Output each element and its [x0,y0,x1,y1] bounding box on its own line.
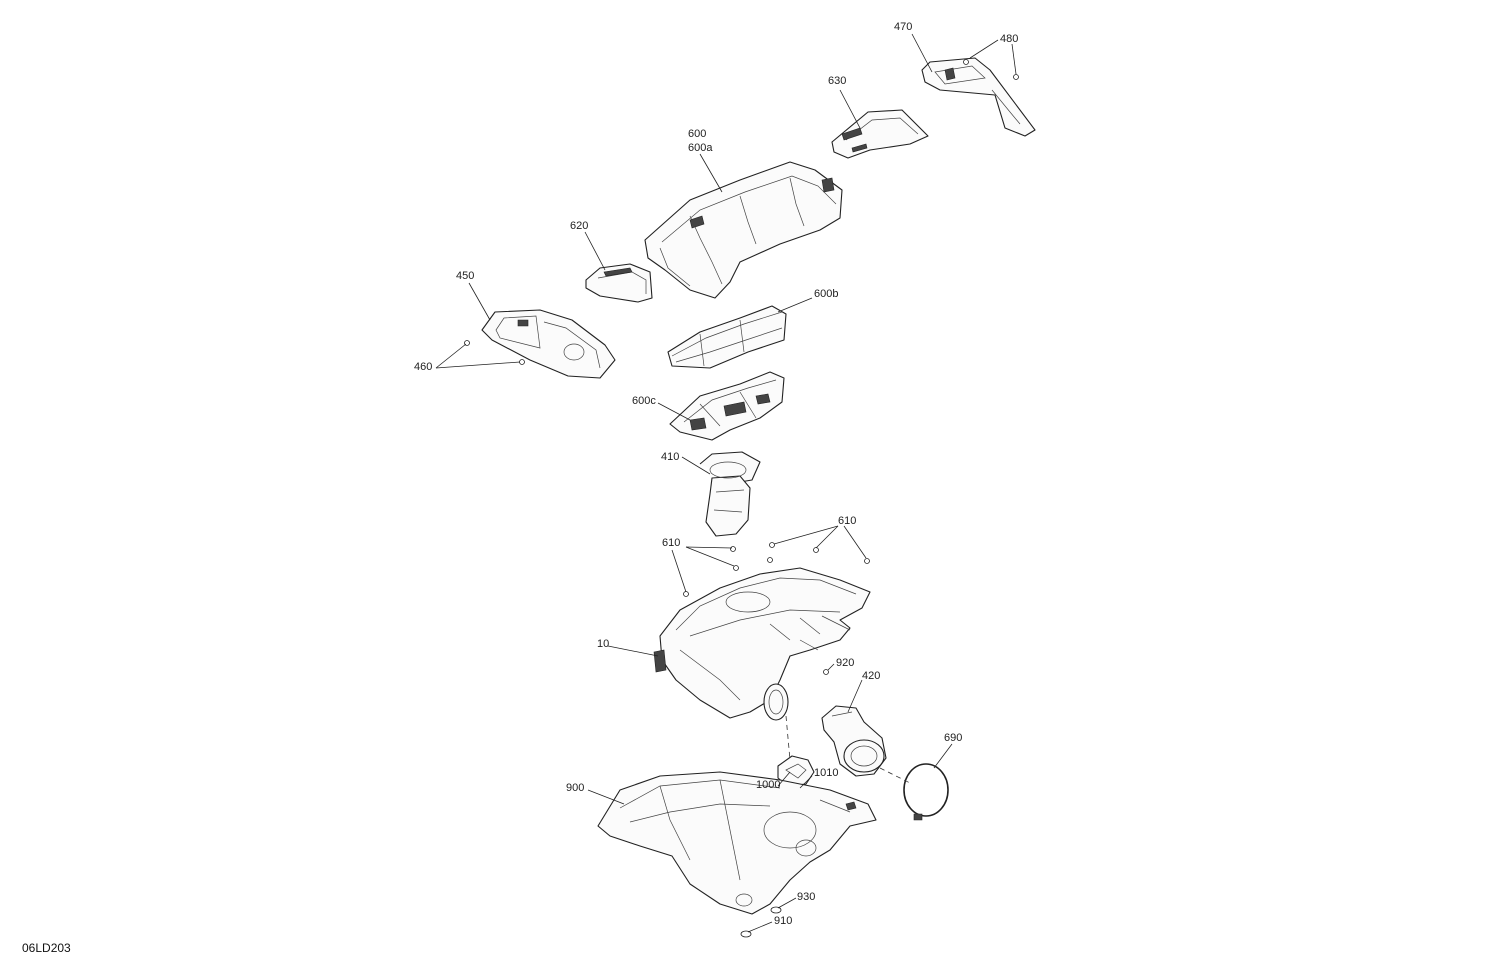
part-600c-filter-frame [669,371,785,441]
callout-910: 910 [774,915,792,927]
callout-900: 900 [566,782,584,794]
callout-480: 480 [1000,33,1018,45]
callout-10: 10 [597,638,609,650]
part-10-airbox-base [653,567,871,721]
part-420-intake-boot [821,705,887,777]
part-920-screw [823,669,829,675]
callout-620: 620 [570,220,588,232]
callout-610-right: 610 [838,515,856,527]
callout-460: 460 [414,361,432,373]
part-600-airbox-cover [644,161,843,299]
assembly-lines [785,715,913,785]
callout-1010: 1010 [814,767,838,779]
part-470-vent-panel [921,57,1036,137]
part-690-clamp [903,763,949,821]
part-450-vent-panel [481,309,616,379]
callout-420: 420 [862,670,880,682]
part-930-910-washers [740,906,782,938]
part-410-intake-boot [699,451,761,537]
callout-470: 470 [894,21,912,33]
callout-690: 690 [944,732,962,744]
leader-lines [435,33,1017,933]
callout-410: 410 [661,451,679,463]
callout-600c: 600c [632,395,656,407]
callout-920: 920 [836,657,854,669]
part-630-duct [831,109,929,159]
part-600b-filter-element [667,305,787,369]
part-610-screws [683,542,870,597]
part-620-filter [585,263,653,303]
callout-600: 600 [688,128,706,140]
part-900-skid-plate [597,771,877,915]
callout-600b: 600b [814,288,838,300]
drawing-reference-code: 06LD203 [22,941,71,955]
part-480-screws [963,59,1019,80]
callout-450: 450 [456,270,474,282]
callout-labels: 470 480 630 600 600a 620 450 600b 460 60… [414,21,1018,927]
callout-630: 630 [828,75,846,87]
callout-600a: 600a [688,142,713,154]
callout-930: 930 [797,891,815,903]
callout-1000: 1000 [756,779,780,791]
callout-610-left: 610 [662,537,680,549]
